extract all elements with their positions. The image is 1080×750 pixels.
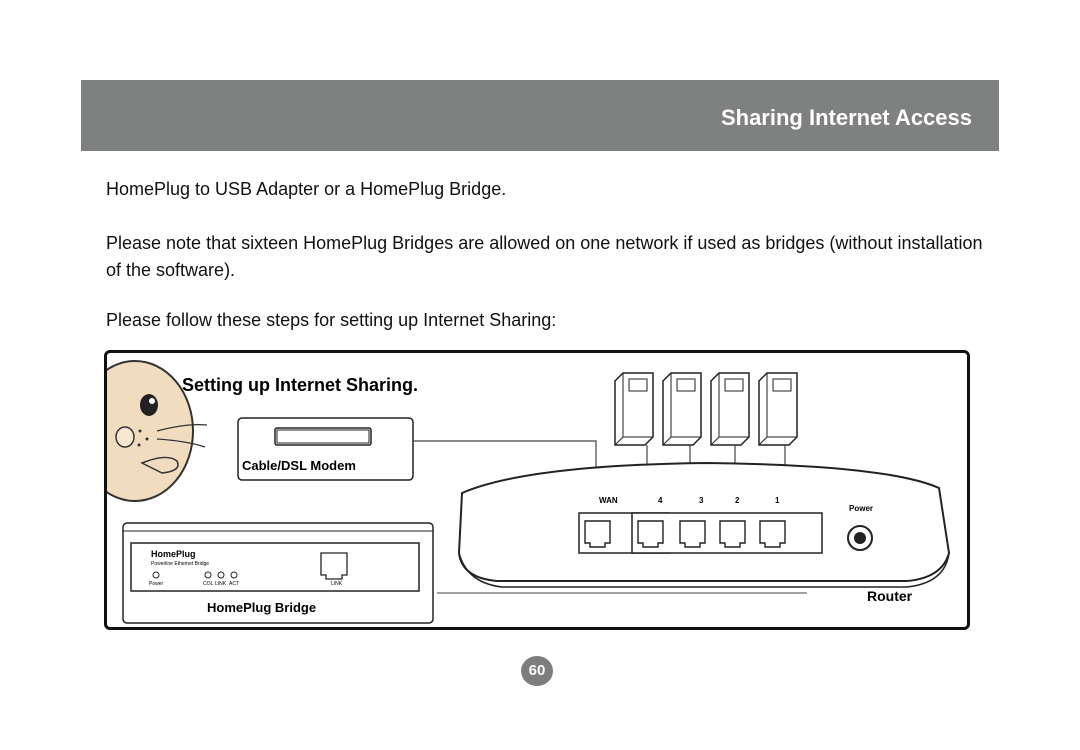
paragraph-2: Please note that sixteen HomePlug Bridge…: [106, 233, 983, 280]
paragraph-3: Please follow these steps for setting up…: [106, 310, 557, 330]
port-label-4: 4: [658, 496, 663, 505]
bridge-leds: [152, 571, 238, 579]
router-label: Router: [867, 588, 913, 604]
led-label-power: Power: [149, 581, 164, 587]
led-label-act: ACT: [229, 581, 239, 587]
port-label-2: 2: [735, 496, 740, 505]
port-label-3: 3: [699, 496, 704, 505]
bridge-label: HomePlug Bridge: [207, 600, 316, 615]
router-ports: [584, 520, 786, 548]
modem-label: Cable/DSL Modem: [242, 458, 356, 473]
computer-icon-1: [614, 372, 654, 446]
computer-icon-2: [662, 372, 702, 446]
router-power-label: Power: [849, 504, 873, 513]
diagram-canvas: Setting up Internet Sharing. Cable/DSL M…: [107, 360, 951, 624]
port-label-wan: WAN: [599, 496, 618, 505]
mascot-icon: [107, 360, 208, 502]
led-label-col: COL: [203, 581, 214, 587]
figure-title: Setting up Internet Sharing.: [182, 375, 418, 395]
computer-icons: [614, 372, 798, 446]
router-port-labels: WAN 4 3 2 1 Power: [599, 496, 873, 513]
computer-icon-3: [710, 372, 750, 446]
bridge-port-label: LINK: [331, 581, 343, 587]
bridge-brand: HomePlug: [151, 549, 196, 559]
bridge-subtitle: Powerline Ethernet Bridge: [151, 561, 209, 567]
computer-icon-4: [758, 372, 798, 446]
paragraph-1: HomePlug to USB Adapter or a HomePlug Br…: [106, 179, 507, 199]
homeplug-bridge-box: [122, 522, 434, 624]
led-label-link: LINK: [215, 581, 227, 587]
header-bar: Sharing Internet Access: [81, 80, 999, 151]
page-number: 60: [521, 656, 553, 686]
network-diagram: Setting up Internet Sharing. Cable/DSL M…: [104, 350, 970, 630]
bridge-ethernet-port-icon: [320, 552, 348, 580]
page-title: Sharing Internet Access: [720, 105, 972, 130]
modem-device-icon: [274, 427, 372, 446]
port-label-1: 1: [775, 496, 780, 505]
